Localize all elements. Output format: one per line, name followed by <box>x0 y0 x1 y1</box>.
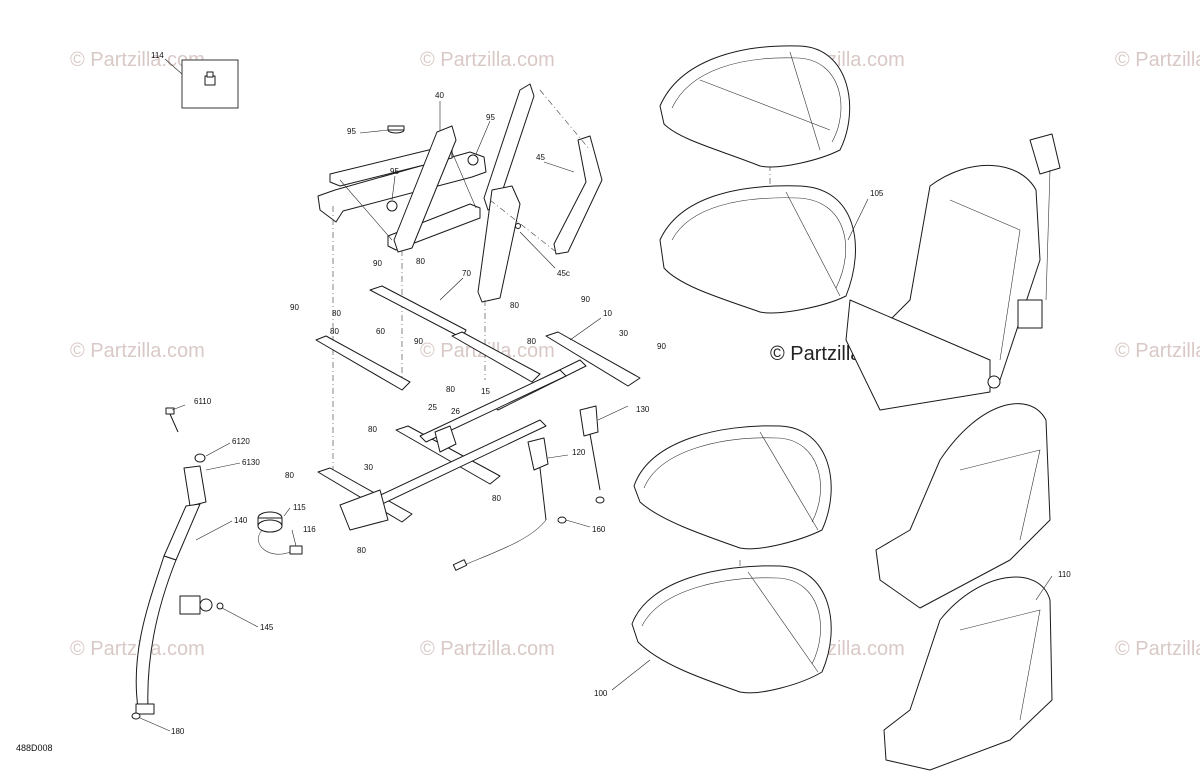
watermark: © Partzilla.com <box>70 340 205 362</box>
watermark: © Partzilla.com <box>70 49 205 71</box>
callout-label: 6120 <box>232 437 250 446</box>
callout-label: 145 <box>260 623 274 632</box>
callout-label: 80 <box>330 327 339 336</box>
callout-label: 95 <box>486 113 495 122</box>
callout-label: 160 <box>592 525 606 534</box>
callout-label: 90 <box>657 342 666 351</box>
buckle-assembly <box>452 405 605 571</box>
callout-label: 25 <box>428 403 437 412</box>
callout-label: 40 <box>435 91 444 100</box>
seat-belt-assembly <box>131 407 303 720</box>
callout-label: 180 <box>171 727 185 736</box>
callout-label: 120 <box>572 448 586 457</box>
callout-label: 95 <box>390 167 399 176</box>
watermark: © Partzilla.com <box>1115 49 1200 71</box>
watermark-layer: © Partzilla.com © Partzilla.com © Partzi… <box>70 49 1200 660</box>
callout-label: 110 <box>1058 570 1071 579</box>
callout-label: 45c <box>557 269 570 278</box>
callout-label: 80 <box>446 385 455 394</box>
callout-label: 90 <box>414 337 423 346</box>
diagram-code: 488D008 <box>16 743 53 753</box>
callout-label: 6130 <box>242 458 260 467</box>
callout-label: 95 <box>347 127 356 136</box>
callout-label: 80 <box>285 471 294 480</box>
callout-label: 26 <box>451 407 460 416</box>
callout-label: 116 <box>303 525 316 534</box>
watermark: © Partzilla.com <box>420 638 555 660</box>
watermark: © Partzilla.com <box>1115 340 1200 362</box>
callout-label: 90 <box>290 303 299 312</box>
callout-label: 80 <box>510 301 519 310</box>
callout-label: 6110 <box>194 397 212 406</box>
callout-label: 30 <box>364 463 373 472</box>
callout-label: 80 <box>492 494 501 503</box>
callout-label: 100 <box>594 689 608 698</box>
callout-label: 80 <box>416 257 425 266</box>
part-114-inset <box>164 58 239 109</box>
watermark: © Partzilla.com <box>420 49 555 71</box>
callout-labels: 114 40 95 95 95 45 45c 90 80 70 90 80 60… <box>151 51 1071 736</box>
callout-label: 114 <box>151 51 164 60</box>
watermark: © Partzilla.com <box>1115 638 1200 660</box>
callout-label: 60 <box>376 327 385 336</box>
upper-seat-frame <box>317 83 603 303</box>
seat-cushions <box>631 45 1061 771</box>
rails-and-lower-frame <box>315 285 641 531</box>
callout-label: 105 <box>870 189 884 198</box>
callout-label: 90 <box>581 295 590 304</box>
leader-lines <box>139 101 1053 732</box>
callout-label: 30 <box>619 329 628 338</box>
callout-label: 80 <box>332 309 341 318</box>
callout-label: 80 <box>357 546 366 555</box>
callout-label: 80 <box>527 337 536 346</box>
callout-label: 70 <box>462 269 471 278</box>
alignment-lines <box>332 89 981 641</box>
callout-label: 140 <box>234 516 248 525</box>
callout-label: 10 <box>603 309 612 318</box>
callout-label: 90 <box>373 259 382 268</box>
callout-label: 130 <box>636 405 650 414</box>
callout-label: 115 <box>293 503 306 512</box>
watermark: © Partzilla.com <box>70 638 205 660</box>
callout-label: 45 <box>536 153 545 162</box>
callout-label: 15 <box>481 387 490 396</box>
callout-label: 80 <box>368 425 377 434</box>
